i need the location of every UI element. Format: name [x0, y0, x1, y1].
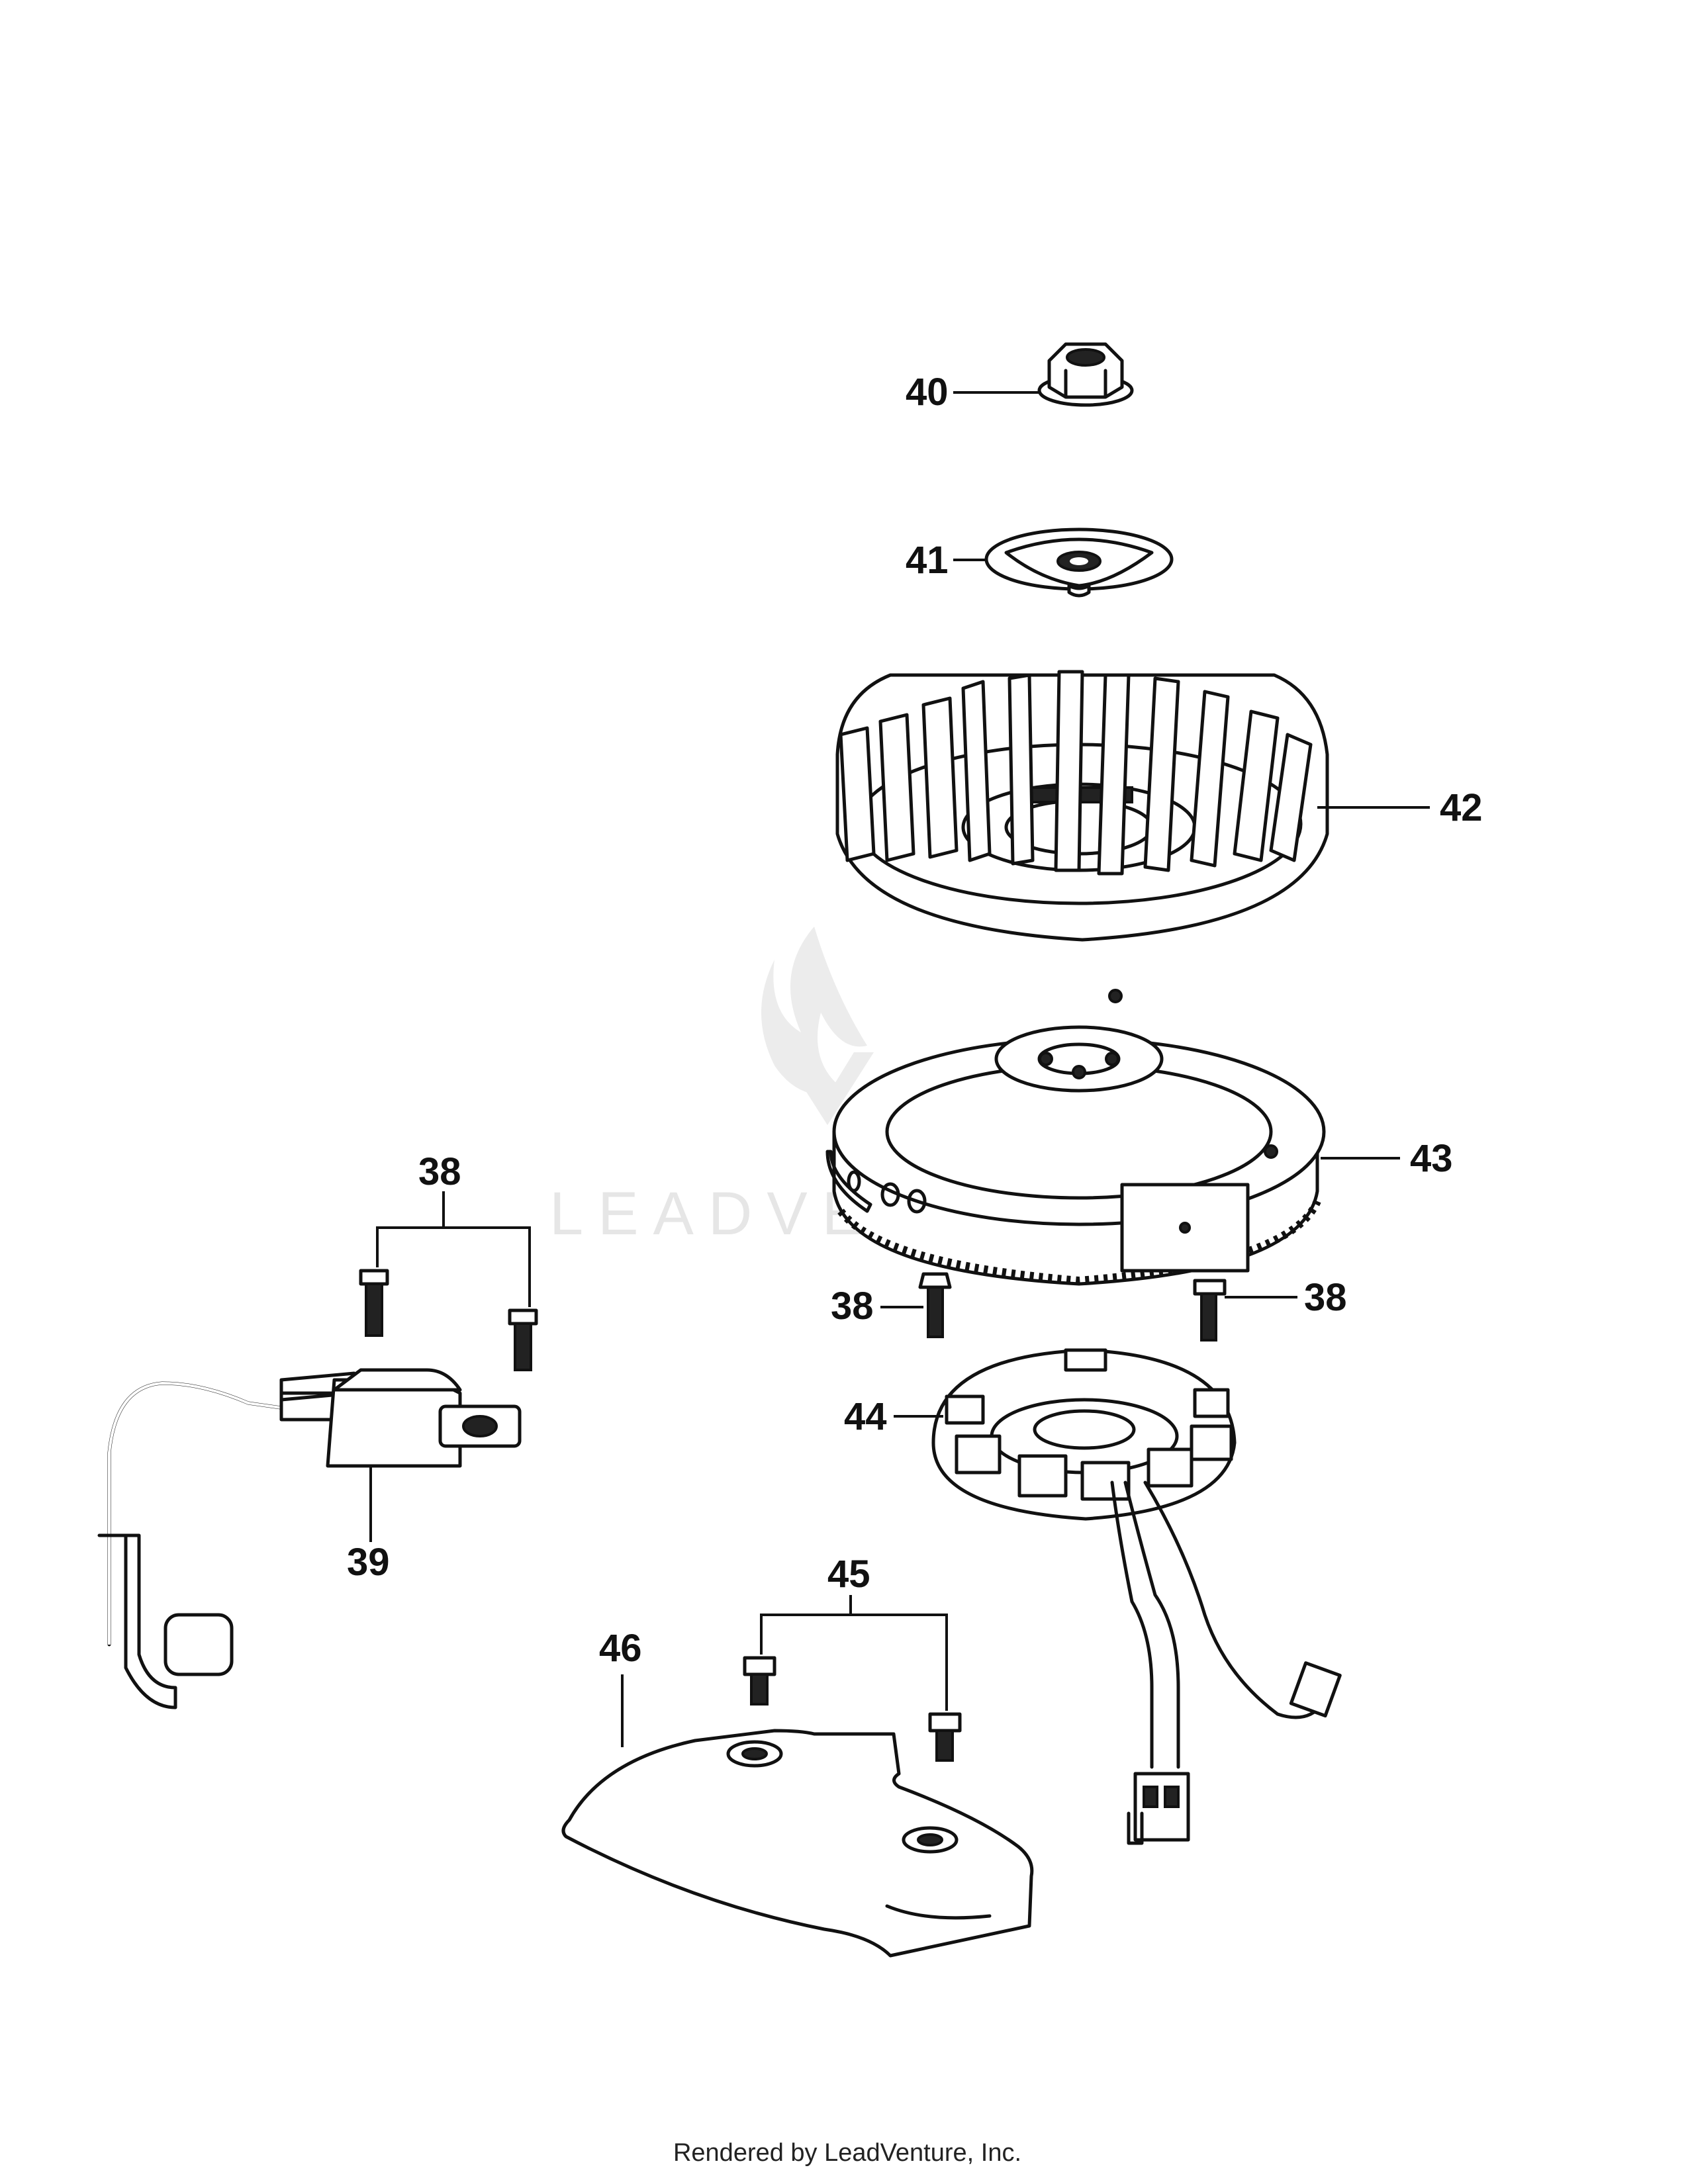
callout-41: 41 [906, 539, 949, 582]
callout-45: 45 [827, 1553, 870, 1596]
part-40-flange-nut [1037, 342, 1134, 407]
part-38-bolt-right [1193, 1279, 1227, 1342]
callout-38-top: 38 [418, 1150, 461, 1193]
part-38-bolt-group [359, 1269, 538, 1371]
part-43-flywheel [825, 989, 1326, 1286]
watermark-v-icon [781, 1052, 874, 1125]
callout-40: 40 [906, 371, 949, 414]
callout-39: 39 [347, 1541, 390, 1584]
callout-44: 44 [844, 1395, 887, 1438]
part-42-fan [835, 670, 1329, 942]
part-38-bolt-left [918, 1272, 952, 1338]
part-41-washer-plate [984, 527, 1174, 598]
callout-46: 46 [599, 1627, 642, 1670]
leader-38-top [376, 1226, 531, 1307]
callout-38-right: 38 [1304, 1276, 1347, 1319]
part-44-stator [931, 1348, 1342, 1845]
leader-45 [760, 1614, 948, 1711]
callout-38-left: 38 [831, 1285, 874, 1328]
fan-blades [839, 670, 1313, 876]
part-39-ignition-coil [97, 1368, 522, 1709]
part-46-shield-plate [561, 1729, 1034, 1958]
part-45-screws [743, 1656, 962, 1762]
callout-43: 43 [1410, 1137, 1453, 1180]
footer-credit: Rendered by LeadVenture, Inc. [673, 2139, 1021, 2167]
callout-42: 42 [1440, 786, 1483, 829]
